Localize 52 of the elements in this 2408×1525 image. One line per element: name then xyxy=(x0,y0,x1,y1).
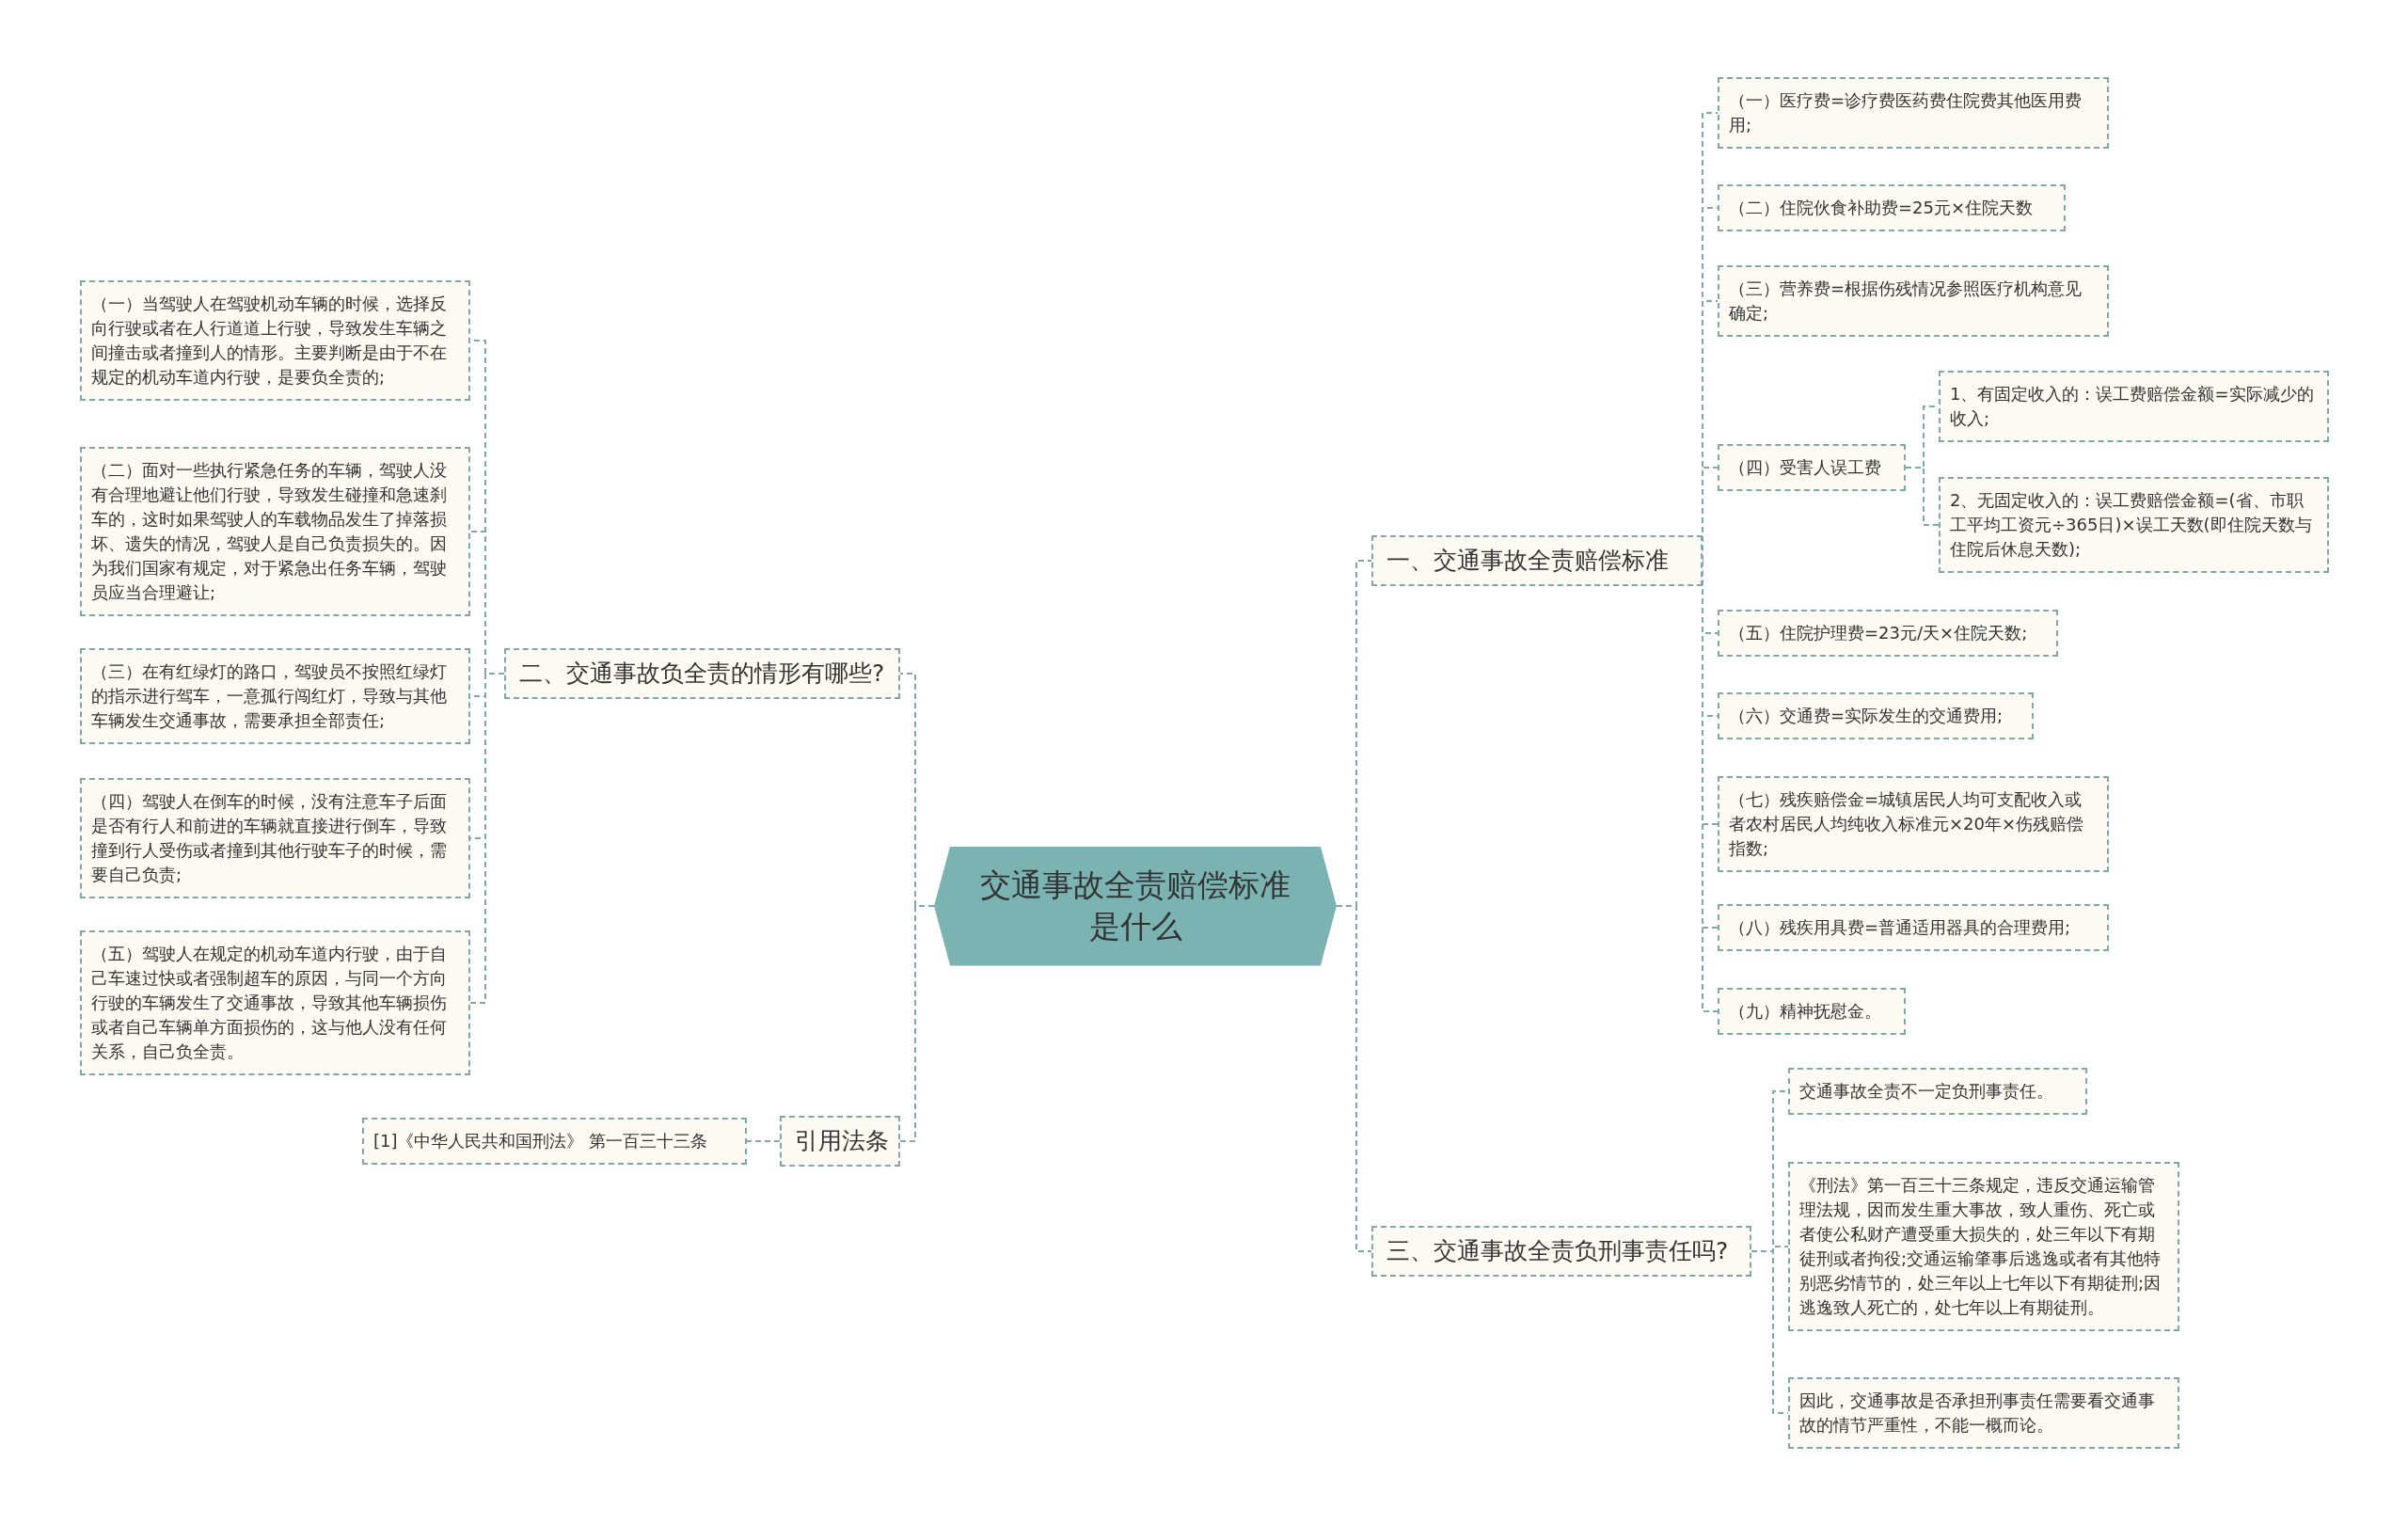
subtopic-box xyxy=(1718,77,2109,149)
node-text: （三）在有红绿灯的路口，驾驶员不按照红绿灯的指示进行驾车，一意孤行闯红灯，导致与其他车辆发生交通事故，需要承担全部责任; xyxy=(91,660,448,732)
subtopic-box xyxy=(1718,265,2109,337)
subtopic-box xyxy=(80,778,470,898)
node-text: （二）住院伙食补助费=25元×住院天数 xyxy=(1729,197,2034,219)
subtopic-box xyxy=(1939,371,2329,442)
node-text: （四）驾驶人在倒车的时候，没有注意车子后面是否有行人和前进的车辆就直接进行倒车，导致撞到行人受伤或者撞到其他行驶车子的时候，需要自己负责; xyxy=(91,790,448,886)
node-text: （四）受害人误工费 xyxy=(1729,456,1881,479)
subtopic-box xyxy=(1718,692,2034,739)
node-text: 《刑法》第一百三十三条规定，违反交通运输管理法规，因而发生重大事故，致人重伤、死亡或者使公私财产遭受重大损失的，处三年以下有期徒刑或者拘役;交通运输肇事后逃逸或者有其他特别恶劣情节的，处三年以上七年以下有期徒刑;因逃逸致人死亡的，处七年以上有期徒刑。 xyxy=(1799,1174,2162,1319)
connector-line xyxy=(1905,467,1940,526)
node-text: （一）医疗费=诊疗费医药费住院费其他医用费用; xyxy=(1729,89,2083,136)
subtopic-box xyxy=(1718,904,2109,951)
subtopic-box xyxy=(1788,1377,2179,1449)
subtopic-box xyxy=(1718,988,1906,1035)
connector-line xyxy=(899,905,935,1142)
topic-box xyxy=(504,648,900,699)
node-text: 一、交通事故全责赔偿标准 xyxy=(1386,546,1669,576)
subtopic-box xyxy=(1939,477,2329,573)
node-text: （五）驾驶人在规定的机动车道内行驶，由于自己车速过快或者强制超车的原因，与同一个方向行驶的车辆发生了交通事故，导致其他车辆损伤或者自己车辆单方面损伤的，这与他人没有任何关系，自己负全责。 xyxy=(91,943,448,1063)
node-text: 引用法条 xyxy=(795,1126,889,1156)
topic-box xyxy=(780,1116,900,1167)
node-text: 交通事故全责不一定负刑事责任。 xyxy=(1799,1080,2053,1103)
node-text: （七）残疾赔偿金=城镇居民人均可支配收入或者农村居民人均纯收入标准元×20年×伤残赔偿指数; xyxy=(1729,788,2085,860)
node-text: 因此，交通事故是否承担刑事责任需要看交通事故的情节严重性，不能一概而论。 xyxy=(1799,1390,2156,1437)
subtopic-box xyxy=(1718,444,1906,491)
subtopic-box xyxy=(1788,1162,2179,1331)
node-text: （二）面对一些执行紧急任务的车辆，驾驶人没有合理地避让他们行驶，导致发生碰撞和急速刹车的，这时如果驾驶人的车载物品发生了掉落损坏、遗失的情况，驾驶人是自己负责损失的。因为我们国家有规定，对于紧急出任务车辆，驾驶员应当合理避让; xyxy=(91,459,448,604)
node-text: 交通事故全责赔偿标准是什么 xyxy=(979,866,1291,946)
subtopic-box xyxy=(362,1118,747,1165)
subtopic-box xyxy=(80,447,470,616)
node-text: （一）当驾驶人在驾驶机动车辆的时候，选择反向行驶或者在人行道道上行驶，导致发生车辆之间撞击或者撞到人的情形。主要判断是由于不在规定的机动车道内行驶，是要负全责的; xyxy=(91,293,448,389)
topic-box xyxy=(1371,1226,1751,1277)
node-text: （三）营养费=根据伤残情况参照医疗机构意见确定; xyxy=(1729,278,2083,325)
subtopic-box xyxy=(80,930,470,1075)
node-text: （六）交通费=实际发生的交通费用; xyxy=(1729,705,2004,727)
node-text: 三、交通事故全责负刑事责任吗? xyxy=(1386,1236,1729,1266)
subtopic-box xyxy=(1718,776,2109,872)
node-text: （八）残疾用具费=普通适用器具的合理费用; xyxy=(1729,916,2071,939)
subtopic-box xyxy=(1788,1068,2087,1115)
node-text: 1、有固定收入的：误工费赔偿金额=实际减少的收入; xyxy=(1950,383,2315,430)
subtopic-box xyxy=(80,280,470,401)
node-text: [1]《中华人民共和国刑法》 第一百三十三条 xyxy=(373,1130,708,1152)
node-text: 二、交通事故负全责的情形有哪些? xyxy=(519,659,885,689)
node-text: （九）精神抚慰金。 xyxy=(1729,1000,1881,1023)
topic-box xyxy=(1371,535,1703,586)
node-text: 2、无固定收入的：误工费赔偿金额=(省、市职工平均工资元÷365日)×误工天数(即住院天数与住院后休息天数); xyxy=(1950,489,2313,561)
subtopic-box xyxy=(1718,610,2058,657)
connector-line xyxy=(746,1140,781,1142)
subtopic-box xyxy=(1718,184,2066,231)
subtopic-box xyxy=(80,648,470,744)
node-text: （五）住院护理费=23元/天×住院天数; xyxy=(1729,622,2028,644)
